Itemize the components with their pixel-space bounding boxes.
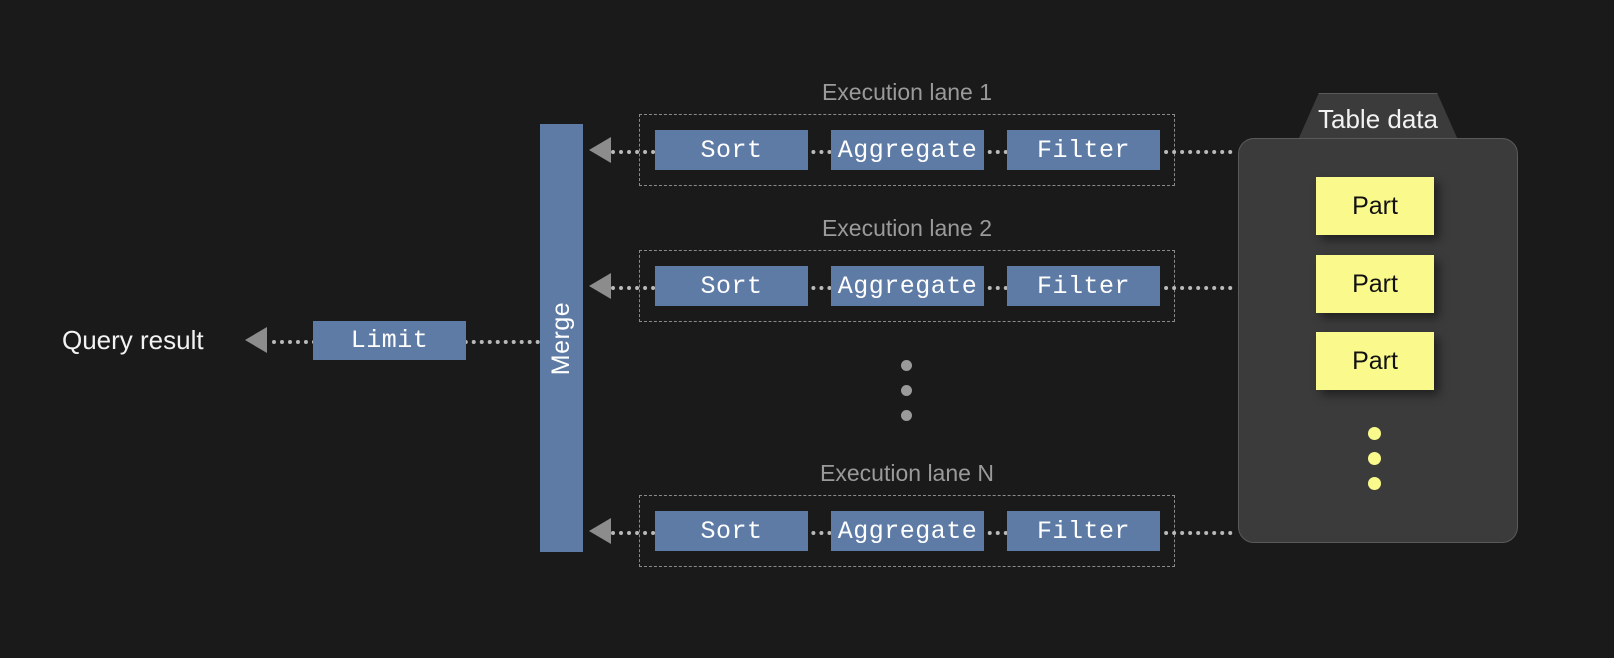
arrow-result-icon <box>245 327 267 353</box>
part-ellipsis <box>1368 427 1381 490</box>
table-data-title: Table data <box>1318 104 1438 134</box>
lane-label-1: Execution lane 1 <box>821 79 993 105</box>
operator-lane-n-aggregate[interactable]: Aggregate <box>831 511 984 551</box>
table-data-tab <box>1298 93 1458 140</box>
operator-lane-n-sort[interactable]: Sort <box>655 511 808 551</box>
arrow-lane-n-icon <box>589 518 611 544</box>
operator-limit[interactable]: Limit <box>313 321 466 360</box>
arrow-lane-2-icon <box>589 273 611 299</box>
operator-lane-2-filter[interactable]: Filter <box>1007 266 1160 306</box>
ellipsis-dot <box>901 385 912 396</box>
part-box[interactable]: Part <box>1316 255 1434 313</box>
table-data-container[interactable]: Table data Part Part Part <box>1238 93 1518 543</box>
operator-lane-1-filter[interactable]: Filter <box>1007 130 1160 170</box>
ellipsis-dot <box>1368 452 1381 465</box>
query-result-label: Query result <box>62 325 204 355</box>
merge-label: Merge <box>547 301 575 375</box>
operator-lane-1-sort[interactable]: Sort <box>655 130 808 170</box>
arrow-lane-1-icon <box>589 137 611 163</box>
operator-lane-2-aggregate[interactable]: Aggregate <box>831 266 984 306</box>
lane-label-2: Execution lane 2 <box>821 215 993 241</box>
part-box[interactable]: Part <box>1316 177 1434 235</box>
ellipsis-dot <box>1368 427 1381 440</box>
operator-lane-n-filter[interactable]: Filter <box>1007 511 1160 551</box>
operator-merge[interactable]: Merge <box>540 124 583 552</box>
operator-lane-1-aggregate[interactable]: Aggregate <box>831 130 984 170</box>
ellipsis-dot <box>901 410 912 421</box>
lane-label-n: Execution lane N <box>820 460 994 486</box>
lane-ellipsis <box>901 360 912 421</box>
ellipsis-dot <box>901 360 912 371</box>
operator-lane-2-sort[interactable]: Sort <box>655 266 808 306</box>
part-box[interactable]: Part <box>1316 332 1434 390</box>
ellipsis-dot <box>1368 477 1381 490</box>
